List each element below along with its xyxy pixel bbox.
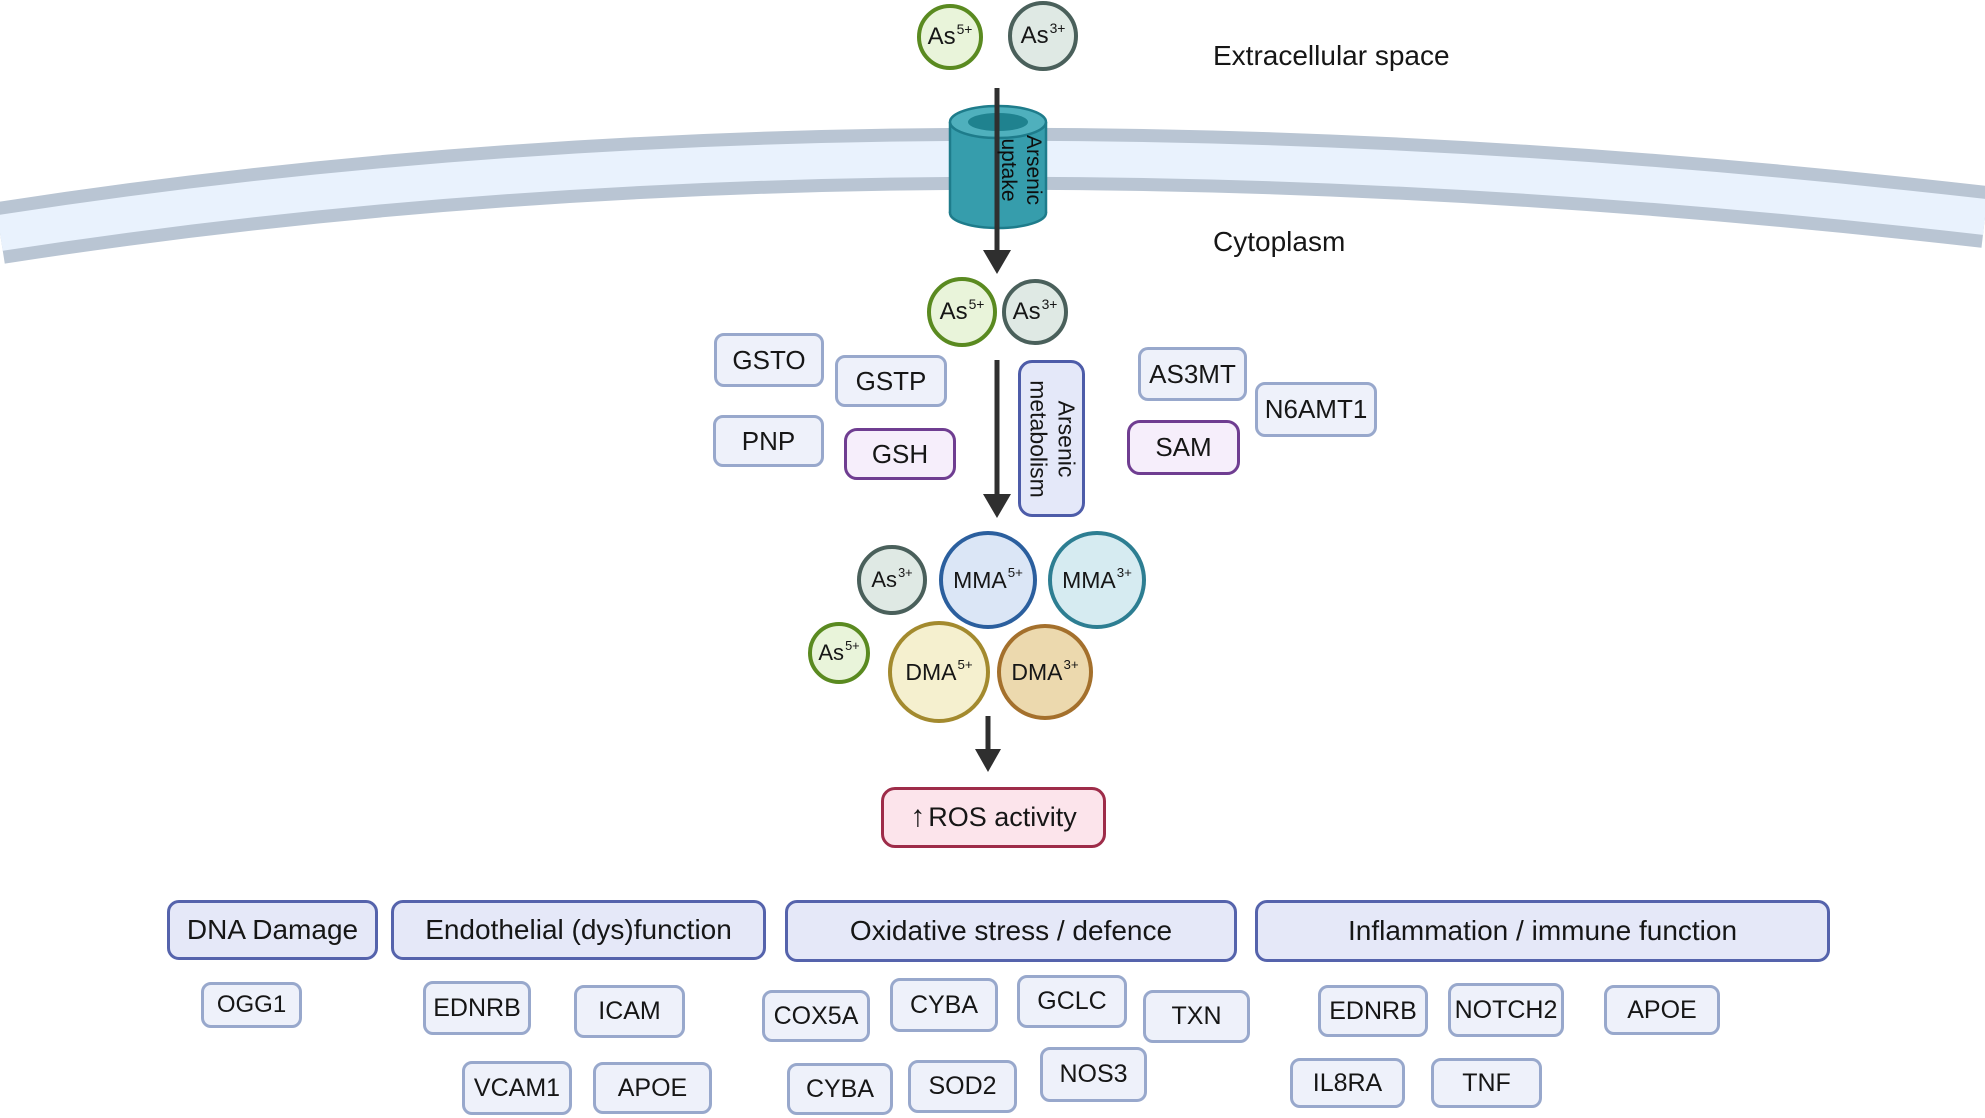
metabolite-label: As	[871, 567, 898, 592]
metabolite-label: MMA	[1062, 566, 1116, 593]
metabolite-label: DMA	[905, 658, 957, 685]
gene-box-gstp: GSTP	[835, 355, 947, 407]
gene-box-gsto: GSTO	[714, 333, 824, 387]
cofactor-box-sam: SAM	[1127, 420, 1240, 475]
ros-activity-box: ↑ ROS activity	[881, 787, 1106, 848]
metabolite-sup: 5+	[957, 657, 973, 673]
gene-box-as3mt: AS3MT	[1138, 347, 1247, 401]
arsenic-metabolism-box: Arsenic metabolism	[1018, 360, 1085, 517]
metabolite-sup: 3+	[1116, 565, 1132, 581]
gene-box-vcam1: VCAM1	[462, 1061, 572, 1115]
gene-box-tnf: TNF	[1431, 1058, 1542, 1108]
gene-box-pnp: PNP	[713, 415, 824, 467]
ion-label: As	[1012, 298, 1041, 325]
metabolite-sup: 3+	[1063, 657, 1079, 673]
ion-label: As	[1020, 22, 1049, 49]
metabolite-label: MMA	[953, 566, 1007, 593]
arsenic-metabolism-label: Arsenic metabolism	[1024, 379, 1080, 498]
gene-box-sod2: SOD2	[908, 1060, 1017, 1113]
ion-sup: 3+	[1041, 296, 1058, 313]
gene-box-apoe-inflammation: APOE	[1604, 985, 1720, 1035]
gene-box-gclc: GCLC	[1017, 975, 1127, 1028]
gene-box-icam: ICAM	[574, 985, 685, 1038]
ion-label: As	[927, 23, 956, 50]
arsenic-uptake-label-line2: uptake	[997, 138, 1020, 202]
extracellular-space-label: Extracellular space	[1213, 40, 1450, 71]
ion-sup: 5+	[956, 21, 973, 38]
arsenic-metabolism-label-line2: metabolism	[1025, 379, 1052, 498]
gene-box-cyba: CYBA	[890, 978, 998, 1032]
category-box-oxidative-stress: Oxidative stress / defence	[785, 900, 1237, 962]
arrow-metabolism	[983, 360, 1011, 518]
gene-box-n6amt1: N6AMT1	[1255, 382, 1377, 437]
gene-box-ednrb-endothelial: EDNRB	[423, 981, 531, 1035]
arsenic-uptake-label: Arsenic uptake	[996, 135, 1046, 205]
gene-box-il8ra: IL8RA	[1290, 1058, 1405, 1108]
metabolite-sup: 5+	[1007, 565, 1023, 581]
gene-box-cox5a: COX5A	[762, 990, 870, 1042]
gene-box-txn: TXN	[1143, 990, 1250, 1043]
arsenic-metabolism-label-line1: Arsenic	[1053, 400, 1080, 477]
arrow-ros	[975, 716, 1001, 772]
ion-label: As	[939, 298, 968, 325]
cofactor-box-gsh: GSH	[844, 428, 956, 480]
metabolite-sup: 3+	[898, 565, 913, 581]
gene-box-apoe-endothelial: APOE	[593, 1062, 712, 1114]
ion-sup: 5+	[968, 296, 985, 313]
cell-membrane-inner	[0, 140, 1985, 251]
gene-box-ogg1: OGG1	[201, 982, 302, 1028]
category-box-endothelial-dysfunction: Endothelial (dys)function	[391, 900, 766, 960]
cytoplasm-label: Cytoplasm	[1213, 226, 1346, 257]
arrow-uptake	[983, 88, 1011, 274]
category-box-dna-damage: DNA Damage	[167, 900, 378, 960]
gene-box-notch2: NOTCH2	[1448, 983, 1564, 1037]
metabolite-label: DMA	[1011, 658, 1063, 685]
metabolite-sup: 5+	[845, 638, 860, 654]
metabolite-label: As	[818, 640, 845, 665]
gene-box-nos3: NOS3	[1040, 1047, 1147, 1102]
gene-box-cyba-2: CYBA	[787, 1063, 893, 1115]
ros-activity-label: ROS activity	[928, 802, 1077, 832]
category-box-inflammation-immune: Inflammation / immune function	[1255, 900, 1830, 962]
arsenic-uptake-label-line1: Arsenic	[1022, 134, 1046, 206]
increase-arrow-icon: ↑	[910, 799, 926, 833]
gene-box-ednrb-inflammation: EDNRB	[1318, 985, 1428, 1037]
ion-sup: 3+	[1049, 20, 1066, 37]
